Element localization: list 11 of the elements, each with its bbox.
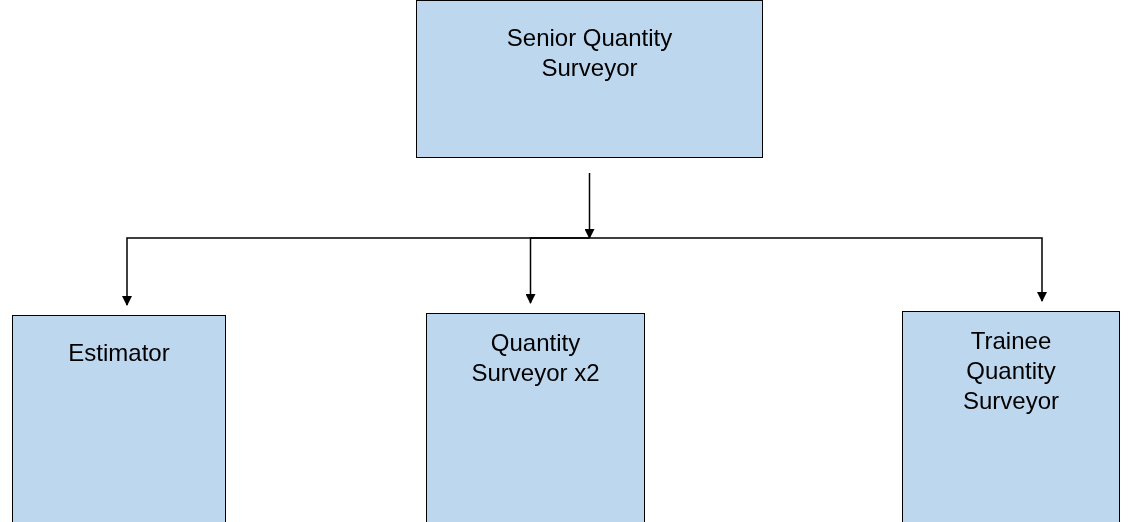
role-title: Senior Quantity Surveyor [505, 23, 674, 83]
role-box [416, 0, 763, 158]
role-box [12, 315, 226, 522]
role-title: Estimator [68, 338, 170, 368]
arrow [584, 172, 595, 239]
connector [525, 237, 591, 304]
role-box [902, 311, 1120, 522]
connector [588, 237, 1047, 302]
role-box [426, 313, 645, 522]
role-title: Quantity Surveyor x2 [470, 328, 601, 388]
role-title: Trainee Quantity Surveyor [961, 326, 1060, 416]
